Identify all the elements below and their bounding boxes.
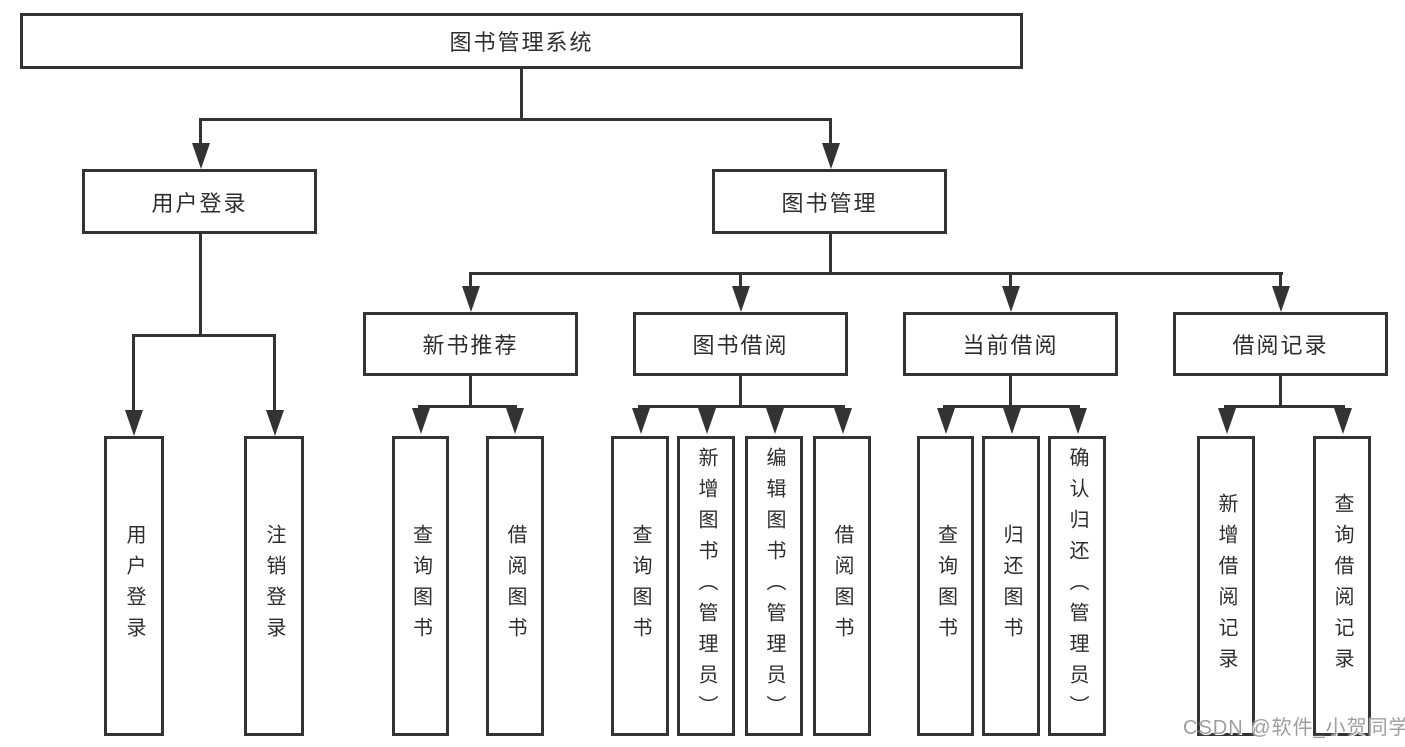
arrowhead-down-icon — [937, 408, 955, 434]
arrowhead-down-icon — [462, 286, 480, 312]
leaf-label: 注销登录 — [263, 524, 285, 648]
leaf-records-add-record: 新增借阅记录 — [1197, 436, 1255, 736]
leaf-label: 查询图书 — [409, 524, 432, 648]
node-new-book-recommend: 新书推荐 — [363, 312, 578, 376]
leaf-borrowing-query-books: 查询图书 — [611, 436, 669, 736]
connector-book-horizontal — [469, 272, 1283, 275]
arrowhead-down-icon — [125, 410, 143, 436]
arrowhead-down-icon — [834, 408, 852, 434]
arrowhead-down-icon — [192, 143, 210, 169]
arrowhead-down-icon — [632, 408, 650, 434]
connector-stem-borrowing — [739, 272, 742, 290]
node-book-management-group: 图书管理 — [712, 169, 947, 234]
leaf-label: 查询借阅记录 — [1331, 493, 1353, 679]
connector-stem-login-leaf — [132, 334, 135, 412]
csdn-watermark: CSDN @软件_小贺同学 — [1183, 717, 1405, 739]
leaf-label: 查询图书 — [629, 524, 651, 648]
arrowhead-down-icon — [1334, 408, 1352, 434]
connector-root-vertical — [520, 66, 523, 120]
leaf-current-return-books: 归还图书 — [982, 436, 1040, 736]
node-book-borrowing: 图书借阅 — [633, 312, 848, 376]
leaf-current-confirm-return-admin: 确认归还（管理员） — [1048, 436, 1106, 736]
leaf-label: 借阅图书 — [831, 524, 853, 648]
connector-borrowing-horizontal — [638, 405, 845, 408]
node-current-borrowing: 当前借阅 — [903, 312, 1118, 376]
connector-stem-recommend — [469, 272, 472, 290]
arrowhead-down-icon — [1218, 408, 1236, 434]
connector-recommend-horizontal — [418, 405, 517, 408]
leaf-logout: 注销登录 — [244, 436, 304, 736]
node-borrowing-records: 借阅记录 — [1173, 312, 1388, 376]
node-user-login-group: 用户登录 — [82, 169, 317, 234]
connector-stem-current — [1009, 272, 1012, 290]
node-library-management-system: 图书管理系统 — [20, 13, 1023, 69]
leaf-label: 新增借阅记录 — [1215, 493, 1237, 679]
connector-borrowing-vertical — [739, 373, 742, 408]
arrowhead-down-icon — [1002, 286, 1020, 312]
connector-records-horizontal — [1224, 405, 1345, 408]
arrowhead-down-icon — [506, 408, 524, 434]
leaf-user-login: 用户登录 — [104, 436, 164, 736]
leaf-label: 编辑图书（管理员） — [763, 446, 785, 726]
connector-recommend-vertical — [469, 373, 472, 408]
node-label: 借阅记录 — [1232, 333, 1329, 358]
connector-user-vertical — [199, 231, 202, 337]
node-label: 图书借阅 — [692, 333, 789, 358]
leaf-current-query-books: 查询图书 — [917, 436, 974, 736]
arrowhead-down-icon — [766, 408, 784, 434]
node-label: 图书管理 — [781, 190, 878, 216]
connector-stem-book-management — [829, 118, 832, 148]
node-label: 当前借阅 — [962, 333, 1059, 358]
arrowhead-down-icon — [698, 408, 716, 434]
arrowhead-down-icon — [732, 286, 750, 312]
leaf-label: 借阅图书 — [504, 524, 526, 648]
connector-user-horizontal — [132, 334, 276, 337]
leaf-recommend-query-books: 查询图书 — [392, 436, 449, 736]
connector-stem-user-login — [199, 118, 202, 148]
leaf-borrowing-edit-books-admin: 编辑图书（管理员） — [745, 436, 803, 736]
arrowhead-down-icon — [1069, 408, 1087, 434]
connector-current-vertical — [1009, 373, 1012, 408]
leaf-label: 确认归还（管理员） — [1066, 446, 1088, 726]
connector-current-horizontal — [943, 405, 1080, 408]
leaf-recommend-borrow-books: 借阅图书 — [486, 436, 544, 736]
connector-records-vertical — [1279, 373, 1282, 408]
arrowhead-down-icon — [412, 408, 430, 434]
arrowhead-down-icon — [266, 410, 284, 436]
leaf-borrowing-borrow-books: 借阅图书 — [813, 436, 871, 736]
arrowhead-down-icon — [1003, 408, 1021, 434]
leaf-borrowing-add-books-admin: 新增图书（管理员） — [677, 436, 735, 736]
leaf-records-query-record: 查询借阅记录 — [1313, 436, 1371, 736]
node-label: 用户登录 — [151, 190, 248, 216]
connector-root-horizontal — [199, 118, 832, 121]
node-label: 新书推荐 — [422, 333, 519, 358]
arrowhead-down-icon — [1272, 286, 1290, 312]
leaf-label: 用户登录 — [123, 524, 145, 648]
connector-stem-logout-leaf — [273, 334, 276, 412]
connector-book-vertical — [829, 231, 832, 275]
node-label: 图书管理系统 — [449, 30, 594, 55]
leaf-label: 归还图书 — [1000, 524, 1022, 648]
arrowhead-down-icon — [822, 143, 840, 169]
leaf-label: 查询图书 — [934, 524, 957, 648]
connector-stem-records — [1279, 272, 1282, 290]
leaf-label: 新增图书（管理员） — [695, 446, 717, 726]
